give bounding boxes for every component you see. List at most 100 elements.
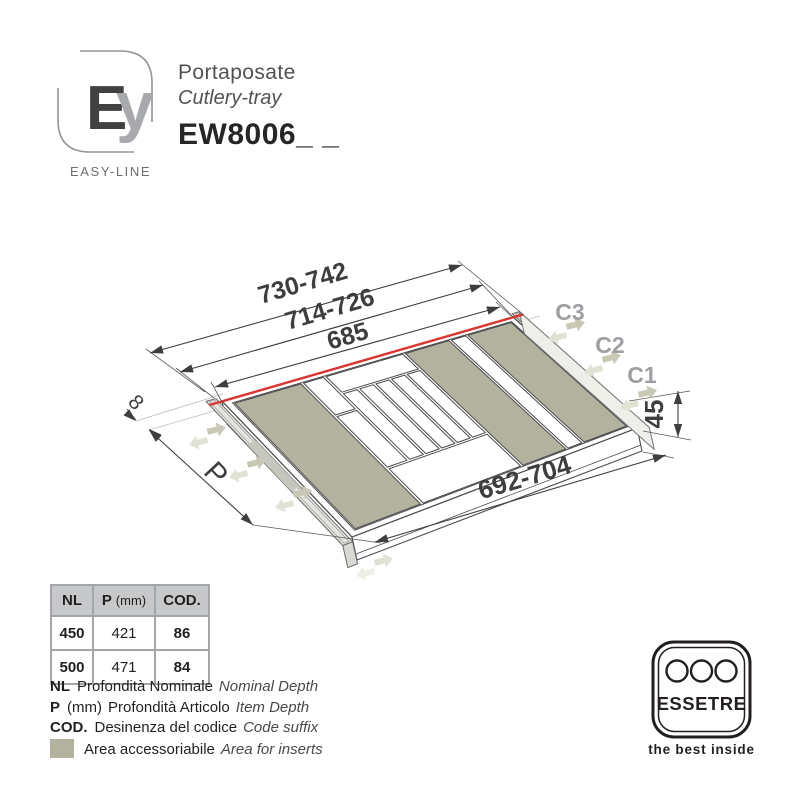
- adjust-arrow: [620, 398, 640, 413]
- essetre-outer-frame: [651, 640, 752, 739]
- extension-line: [210, 381, 223, 403]
- col-header-nl: NL: [50, 584, 94, 617]
- insert-compartment-left: [234, 383, 421, 530]
- cutlery-slot-compartment: [359, 384, 440, 455]
- adjust-arrow: [229, 468, 249, 483]
- small-compartment-back: [303, 376, 356, 416]
- extension-line: [457, 260, 525, 316]
- logo-tagline: EASY-LINE: [70, 164, 151, 179]
- logo-letter-y: y: [116, 68, 154, 144]
- cutlery-slot-compartment: [342, 389, 424, 460]
- dimension-text-8: 8: [123, 390, 148, 414]
- easy-line-logo: E y EASY-LINE: [57, 50, 154, 179]
- dimension-line-730-742-arrowhead: [150, 345, 164, 354]
- width-highlight-red-line: [209, 313, 523, 407]
- dimension-line-714-726: [179, 284, 484, 373]
- c2-label: C2: [595, 332, 624, 358]
- extension-line: [495, 301, 512, 317]
- dimension-45-arrowhead: [673, 424, 683, 437]
- essetre-inner-frame: [657, 646, 746, 733]
- dimension-line-depth-p-arrowhead: [240, 513, 253, 525]
- dimension-line-730-742-arrowhead: [448, 264, 462, 273]
- extension-line: [478, 280, 514, 318]
- table-header-row: NL P (mm) COD.: [50, 584, 210, 617]
- product-title-italian: Portaposate: [178, 61, 296, 84]
- table-row: 450 421 86: [50, 615, 210, 651]
- c3-label: C3: [555, 299, 584, 325]
- drawer-ghost-line: [135, 393, 224, 422]
- cut-position-arrows-icon: [584, 350, 621, 378]
- adjust-arrow: [584, 363, 604, 378]
- dimension-45-arrowhead: [673, 391, 683, 404]
- adjust-arrow: [373, 553, 393, 568]
- left-rail-dark-segment: [246, 440, 301, 491]
- table-row: 500 471 84: [50, 649, 210, 685]
- size-table: NL P (mm) COD. 450 421 86 500 471 84: [50, 584, 210, 685]
- adjust-arrow: [246, 455, 266, 470]
- adjust-arrow: [189, 435, 209, 450]
- dimension-line-730-742: [149, 264, 463, 354]
- essetre-circle: [714, 659, 738, 683]
- cutlery-slot-compartment: [406, 370, 486, 438]
- width-adjust-arrows-icon: [229, 455, 266, 483]
- cut-position-arrows-icon: [620, 385, 657, 413]
- dimension-line-685: [214, 306, 501, 388]
- dimension-line-714-726-arrowhead: [469, 284, 483, 293]
- adjust-arrow: [601, 350, 621, 365]
- dimension-line-692-704-arrowhead: [375, 534, 389, 543]
- adjust-arrow: [206, 422, 226, 437]
- extension-line: [175, 367, 215, 399]
- dimension-line-depth-p: [148, 429, 254, 526]
- insert-compartment-middle: [404, 340, 567, 466]
- dimension-line-714-726-arrowhead: [180, 364, 194, 373]
- insert-compartment-right: [467, 322, 627, 443]
- front-band-compartment: [388, 433, 522, 504]
- dimension-line-692-704-arrowhead: [652, 454, 666, 463]
- cell-nl: 500: [50, 649, 94, 685]
- extension-line: [628, 390, 691, 402]
- width-adjust-arrows-icon: [275, 485, 312, 513]
- adjust-arrow: [275, 498, 295, 513]
- cutlery-slot-compartment: [391, 374, 471, 443]
- width-adjust-arrows-icon: [356, 553, 393, 581]
- dimension-line-692-704: [374, 454, 667, 543]
- width-adjust-arrows-icon: [189, 422, 226, 450]
- adjust-arrow: [356, 566, 376, 581]
- rail-gap-arrowhead: [149, 429, 162, 441]
- adjust-arrow: [637, 385, 657, 400]
- cell-nl: 450: [50, 615, 94, 651]
- narrow-compartment: [336, 409, 408, 468]
- essetre-logo: ESSETRE the best inside: [648, 640, 755, 757]
- rail-gap-arrowhead: [123, 409, 136, 421]
- adjust-arrow: [565, 317, 585, 332]
- extension-line: [145, 348, 206, 393]
- dimension-text-p: P: [197, 456, 234, 492]
- adjust-arrow: [548, 330, 568, 345]
- extension-line: [252, 524, 382, 544]
- essetre-tagline: the best inside: [648, 742, 755, 757]
- tray-front-base-line: [355, 444, 642, 555]
- narrow-compartment: [450, 335, 583, 449]
- c1-label: C1: [627, 362, 657, 388]
- adjust-arrow: [292, 485, 312, 500]
- cell-cod: 84: [154, 649, 210, 685]
- title-block: Portaposate Cutlery-tray EW8006_ _: [178, 60, 339, 154]
- cut-position-arrows-icon: [548, 317, 585, 345]
- logo-letter-e: E: [86, 74, 127, 143]
- essetre-name: ESSETRE: [657, 693, 747, 714]
- cell-p: 471: [92, 649, 156, 685]
- right-rail-outer-face: [518, 311, 655, 450]
- product-model-code: EW8006_ _: [178, 118, 340, 151]
- col-header-cod: COD.: [154, 584, 210, 617]
- dimension-line-685-arrowhead: [486, 306, 500, 315]
- essetre-circle: [689, 659, 714, 683]
- essetre-circle: [665, 659, 689, 683]
- extension-line: [642, 430, 692, 441]
- left-rail-front-face: [342, 541, 359, 569]
